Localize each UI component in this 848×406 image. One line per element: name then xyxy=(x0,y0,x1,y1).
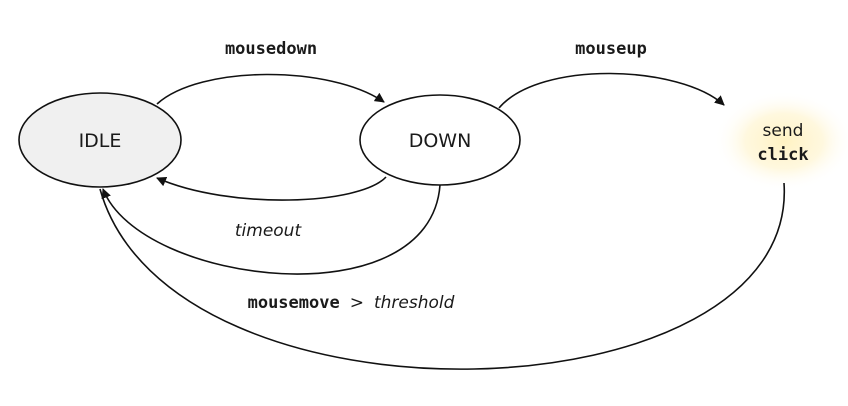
edge-timeout xyxy=(156,176,387,201)
state-idle xyxy=(18,92,182,188)
output-send-label: send xyxy=(763,121,804,141)
state-idle-label: IDLE xyxy=(79,130,122,152)
edge-mousedown xyxy=(156,73,385,105)
state-down-label: DOWN xyxy=(409,130,472,152)
state-down xyxy=(359,94,521,186)
output-glow xyxy=(714,91,848,191)
label-mousemove-condition: threshold xyxy=(374,293,455,313)
label-mousemove-threshold: mousemove > threshold xyxy=(248,293,455,313)
label-mousedown: mousedown xyxy=(225,39,317,59)
edge-mouseup xyxy=(498,72,725,109)
edge-down-to-idle xyxy=(101,184,441,275)
label-mousemove-op: > xyxy=(350,293,364,313)
label-mousemove-event: mousemove xyxy=(248,293,340,313)
label-mouseup: mouseup xyxy=(575,39,647,59)
edge-click-to-idle xyxy=(99,182,785,370)
label-timeout: timeout xyxy=(235,221,303,241)
output-click-label: click xyxy=(757,145,808,165)
